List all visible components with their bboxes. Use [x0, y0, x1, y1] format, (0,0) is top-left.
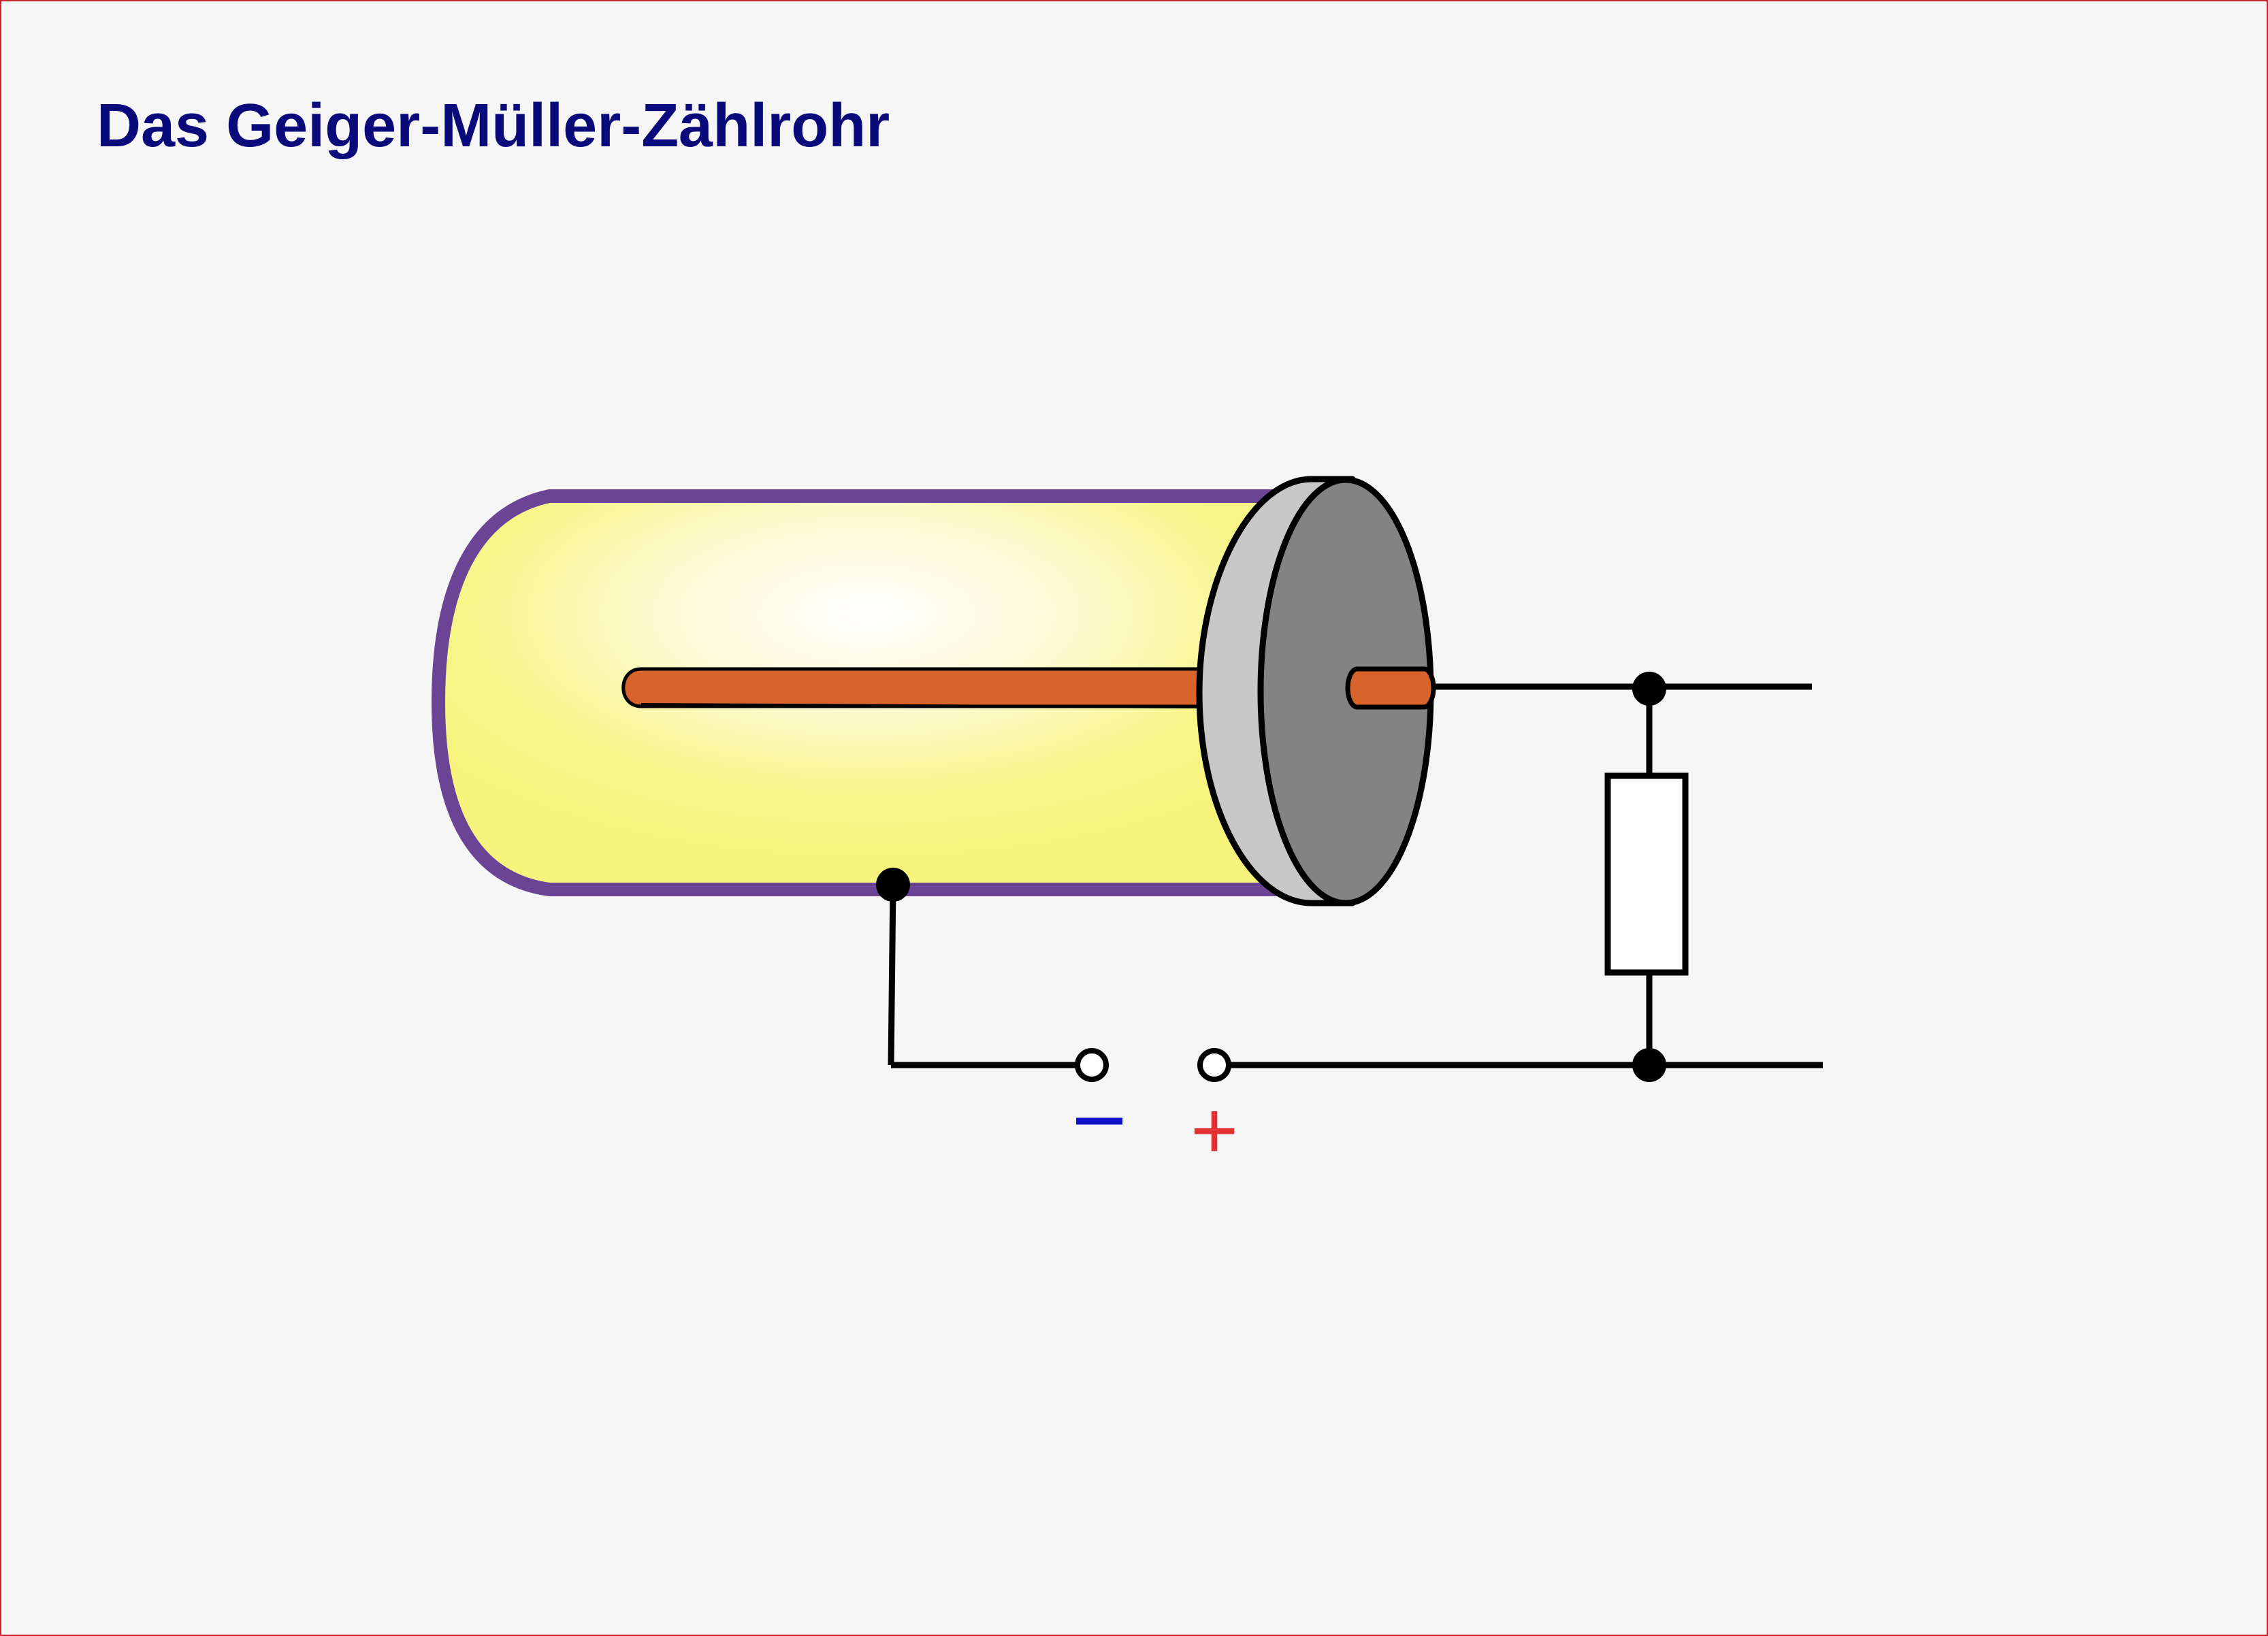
cathode-junction-dot [876, 868, 910, 902]
resistor [1604, 772, 1689, 976]
cathode-lead-vertical [888, 884, 896, 1066]
minus-sign: − [1071, 1066, 1127, 1173]
negative-terminal [1075, 1048, 1109, 1082]
diagram-title: Das Geiger-Müller-Zählrohr [97, 92, 890, 160]
top-junction-dot [1632, 672, 1666, 706]
anode-lead [1345, 666, 1436, 710]
positive-terminal [1197, 1048, 1231, 1082]
plus-sign: + [1190, 1085, 1238, 1176]
anode-wire-edge [641, 703, 1200, 708]
anode-wire [621, 667, 1201, 708]
counter-tube [432, 476, 1436, 906]
bottom-junction-dot [1632, 1048, 1666, 1082]
